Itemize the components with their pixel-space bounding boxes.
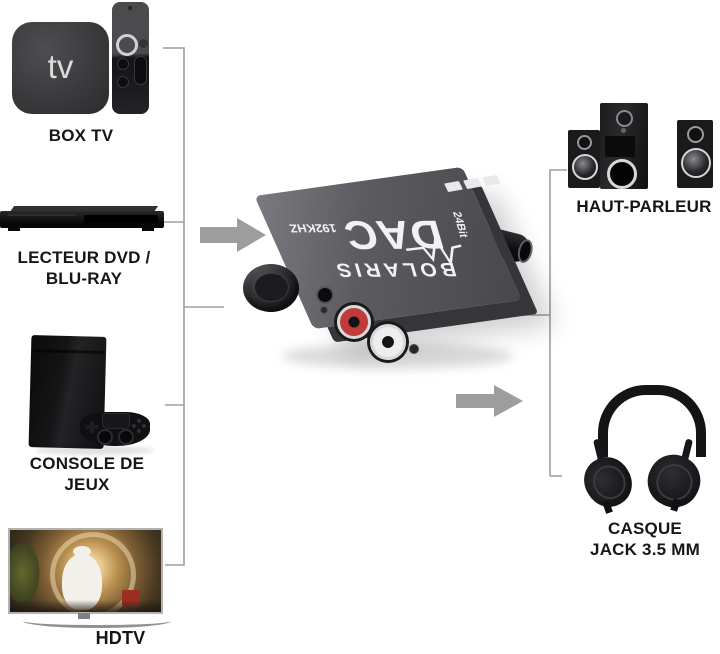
headphones-icon (575, 383, 709, 519)
gamepad-dpad (86, 421, 98, 433)
remote-round-button (138, 38, 149, 49)
remote-button (117, 76, 129, 88)
satellite-speaker-right (677, 120, 713, 188)
dac-print-text: BOLARIS 24Bit DAC 192KHZ (259, 180, 517, 316)
gamepad-stick (118, 429, 134, 445)
console-label-line1: CONSOLE DE (29, 454, 145, 473)
remote-volume-rocker (134, 56, 147, 85)
rca-jack-red (337, 305, 371, 339)
tv-stand-neck (78, 613, 90, 619)
rca-jack-white (370, 324, 406, 360)
volume-knob (243, 264, 299, 312)
subwoofer-knob (616, 110, 633, 127)
tweeter (577, 135, 592, 150)
case-screw (409, 344, 419, 354)
dvd-label-line2: BLU-RAY (45, 269, 123, 288)
console-label-line2: JEUX (64, 475, 110, 494)
floor-shadow (36, 446, 154, 455)
box-tv-label: BOX TV (48, 126, 114, 145)
gamepad-icon (80, 406, 150, 452)
arrow-right-icon (200, 218, 266, 252)
headphone-jack-port (316, 286, 334, 304)
dac-bitdepth-text: 24Bit (449, 212, 470, 238)
hdtv-label: HDTV (95, 628, 146, 648)
remote-button (117, 58, 129, 70)
woofer (681, 148, 711, 178)
waveform-icon (405, 238, 462, 268)
tv-stand-arc (23, 618, 171, 628)
dvd-label-line1: LECTEUR DVD / (17, 248, 151, 267)
headphones-label-line2: JACK 3.5 MM (590, 540, 700, 559)
subwoofer-port (607, 159, 637, 189)
satellite-speaker-left (568, 130, 600, 188)
tweeter (687, 126, 704, 143)
arrow-right-icon (456, 385, 523, 417)
dvd-foot (8, 228, 20, 231)
dac-top-face: BOLARIS 24Bit DAC 192KHZ (254, 166, 522, 330)
headphones-label: CASQUE JACK 3.5 MM (570, 518, 720, 560)
dvd-label: LECTEUR DVD / BLU-RAY (0, 247, 168, 289)
dac-device-icon: BOLARIS 24Bit DAC 192KHZ (228, 158, 540, 383)
dac-samplerate-text: 192KHZ (287, 221, 339, 236)
tv-remote-icon (112, 2, 149, 114)
subwoofer (600, 103, 648, 189)
power-led (320, 306, 328, 314)
subwoofer-grille (605, 136, 635, 157)
woofer (572, 154, 598, 180)
remote-mic-dot (128, 6, 132, 10)
cert-badge (482, 174, 501, 187)
subwoofer-led (621, 128, 626, 133)
right-bus-line (549, 169, 567, 476)
screen-scene-ring (50, 532, 136, 612)
screen-character-head (73, 546, 91, 557)
headband (598, 385, 706, 457)
hdtv-screen-icon (8, 528, 163, 614)
gamepad-stick (97, 429, 113, 445)
remote-ring-button (116, 34, 138, 56)
dvd-display-band (84, 215, 158, 223)
speakers-label: HAUT-PARLEUR (576, 197, 712, 216)
dvd-tray-line (8, 214, 76, 216)
dac-model-row: 24Bit DAC 192KHZ (286, 212, 482, 268)
headphones-label-line1: CASQUE (608, 519, 682, 538)
screen-foreground-shade (10, 600, 161, 612)
apple-tv-box-icon: tv (12, 22, 109, 114)
gamepad-touchpad (102, 413, 130, 429)
speakers-icon (565, 100, 715, 192)
dvd-foot (142, 228, 154, 231)
console-label: CONSOLE DE JEUX (6, 453, 168, 495)
dvd-player-icon (0, 205, 166, 237)
screen-scene-foliage (10, 542, 40, 604)
tv-logo-text: tv (47, 48, 74, 85)
gamepad-buttons (132, 419, 146, 433)
